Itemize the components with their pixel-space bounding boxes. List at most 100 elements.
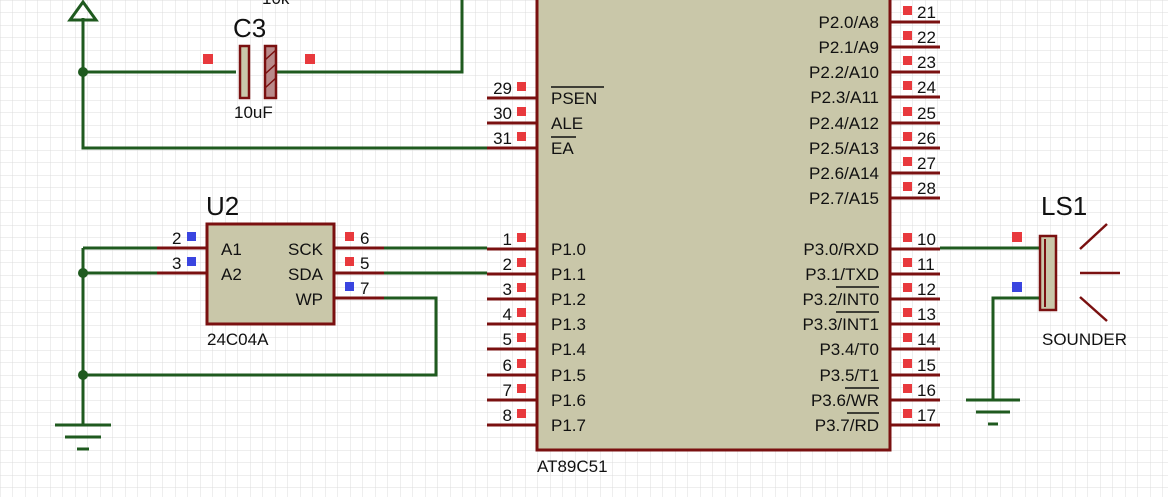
mcu-pin-name: P3.1/TXD	[805, 265, 879, 284]
mcu-pin-marker[interactable]	[903, 333, 912, 342]
mcu-pin-marker[interactable]	[517, 283, 526, 292]
u2-pin-number: 7	[360, 279, 369, 298]
mcu-pin-marker[interactable]	[517, 233, 526, 242]
mcu-pin-name: EA	[551, 139, 574, 158]
wire-ea[interactable]	[81, 18, 487, 150]
mcu-pin-marker[interactable]	[517, 409, 526, 418]
mcu-pin-name: P3.7/RD	[815, 416, 879, 435]
u2-pin-number: 2	[172, 229, 181, 248]
mcu-pin-marker[interactable]	[517, 308, 526, 317]
mcu-pin-name: P3.3/INT1	[802, 315, 879, 334]
c3-plate-right	[263, 44, 278, 100]
mcu-pin-number: 13	[917, 305, 936, 324]
mcu-pin-marker[interactable]	[903, 56, 912, 65]
junctions	[78, 67, 88, 380]
u2-body	[205, 222, 336, 326]
mcu-pin-name: P3.6/WR	[811, 391, 879, 410]
power-terminal-icon[interactable]	[67, 0, 99, 22]
u2-pin-marker[interactable]	[345, 282, 354, 291]
mcu-pin-marker[interactable]	[903, 6, 912, 15]
mcu-pin-name: P1.7	[551, 416, 586, 435]
mcu-pin-name: P1.3	[551, 315, 586, 334]
mcu-pin-marker[interactable]	[903, 283, 912, 292]
ground-left-icon[interactable]	[55, 423, 111, 451]
mcu-pin-marker[interactable]	[517, 258, 526, 267]
mcu-pin-number: 12	[917, 280, 936, 299]
c3-pin-marker[interactable]	[203, 54, 213, 64]
mcu-pin-name: P3.5/T1	[819, 366, 879, 385]
microcontroller-at89c51[interactable]: 29PSEN30ALE31EA1P1.02P1.13P1.24P1.35P1.4…	[487, 0, 940, 476]
mcu-pin-number: 14	[917, 330, 936, 349]
junction-dot	[78, 370, 88, 380]
eeprom-u2[interactable]: U2 2 3 6 5 7 A1 A2 SCK SDA WP 24C04A	[157, 191, 384, 349]
ground-right-icon[interactable]	[966, 398, 1020, 426]
mcu-pin-marker[interactable]	[517, 132, 526, 141]
mcu-pin-number: 26	[917, 129, 936, 148]
mcu-pin-number: 2	[503, 255, 512, 274]
u2-ref-label: U2	[206, 191, 239, 221]
mcu-right-pins: 21P2.0/A822P2.1/A923P2.2/A1024P2.3/A1125…	[802, 3, 940, 435]
mcu-pin-marker[interactable]	[903, 182, 912, 191]
u2-pin-name: A2	[221, 265, 242, 284]
mcu-pin-number: 28	[917, 179, 936, 198]
wire-ls1-gnd[interactable]	[991, 296, 1040, 400]
mcu-pin-number: 21	[917, 3, 936, 22]
mcu-pin-marker[interactable]	[517, 333, 526, 342]
mcu-pin-name: P1.4	[551, 340, 586, 359]
sounder-ls1[interactable]: LS1 SOUNDER	[1012, 191, 1127, 349]
u2-pin-marker[interactable]	[187, 257, 196, 266]
mcu-pin-name: P1.5	[551, 366, 586, 385]
mcu-pin-marker[interactable]	[903, 308, 912, 317]
u2-pin-marker[interactable]	[345, 232, 354, 241]
wire-wp[interactable]	[83, 296, 438, 377]
mcu-pin-number: 27	[917, 154, 936, 173]
u2-pin-name: SCK	[288, 240, 324, 259]
junction-dot	[78, 67, 88, 77]
mcu-pin-name: P3.0/RXD	[803, 240, 879, 259]
u2-pin-number: 3	[172, 254, 181, 273]
mcu-pin-marker[interactable]	[903, 81, 912, 90]
mcu-pin-marker[interactable]	[517, 384, 526, 393]
mcu-pin-number: 30	[493, 104, 512, 123]
u2-pin-name: A1	[221, 240, 242, 259]
sound-wave-icon	[1079, 223, 1120, 322]
mcu-pin-number: 6	[503, 356, 512, 375]
mcu-pin-name: P2.6/A14	[809, 164, 879, 183]
c3-ref-label: C3	[233, 13, 266, 43]
capacitor-c3[interactable]: C3 10uF	[203, 13, 315, 122]
mcu-pin-marker[interactable]	[903, 359, 912, 368]
mcu-pin-name: P1.2	[551, 290, 586, 309]
mcu-pin-number: 4	[503, 305, 512, 324]
junction-dot	[78, 268, 88, 278]
wire-c3-right[interactable]	[277, 0, 464, 74]
mcu-pin-marker[interactable]	[903, 409, 912, 418]
c3-pin-marker[interactable]	[305, 54, 315, 64]
ls1-pin-marker[interactable]	[1012, 282, 1022, 292]
mcu-pin-marker[interactable]	[903, 384, 912, 393]
c3-value-label: 10uF	[234, 103, 273, 122]
mcu-pin-marker[interactable]	[517, 82, 526, 91]
mcu-pin-marker[interactable]	[903, 31, 912, 40]
mcu-left-pins: 29PSEN30ALE31EA1P1.02P1.13P1.24P1.35P1.4…	[487, 79, 597, 435]
mcu-pin-name: P2.7/A15	[809, 189, 879, 208]
mcu-pin-marker[interactable]	[903, 132, 912, 141]
mcu-pin-marker[interactable]	[903, 233, 912, 242]
mcu-pin-number: 8	[503, 406, 512, 425]
u2-pin-marker[interactable]	[345, 257, 354, 266]
mcu-pin-number: 5	[503, 330, 512, 349]
mcu-pin-marker[interactable]	[903, 258, 912, 267]
mcu-pin-marker[interactable]	[903, 107, 912, 116]
u2-pin-marker[interactable]	[187, 232, 196, 241]
mcu-pin-marker[interactable]	[517, 107, 526, 116]
mcu-pin-marker[interactable]	[903, 157, 912, 166]
mcu-pin-number: 16	[917, 381, 936, 400]
ls1-pin-marker[interactable]	[1012, 232, 1022, 242]
mcu-pin-number: 29	[493, 79, 512, 98]
mcu-pin-number: 17	[917, 406, 936, 425]
mcu-pin-marker[interactable]	[517, 359, 526, 368]
mcu-pin-number: 7	[503, 381, 512, 400]
mcu-pin-number: 23	[917, 53, 936, 72]
mcu-pin-name: P1.6	[551, 391, 586, 410]
mcu-pin-name: P1.0	[551, 240, 586, 259]
